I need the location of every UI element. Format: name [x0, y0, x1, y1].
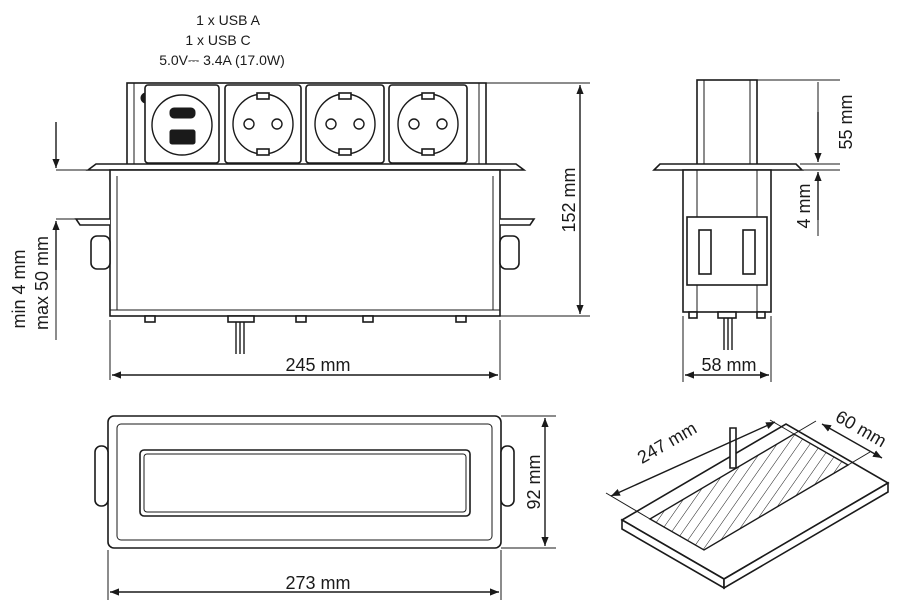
- dim-depth-top: 55 mm: [836, 94, 856, 149]
- spec-line-1: 1 x USB A: [196, 12, 260, 28]
- cable-probe: [729, 427, 737, 469]
- usb-c-port-icon: [169, 107, 196, 119]
- dim-min-thickness: min 4 mm: [9, 249, 29, 328]
- cutout-view: 247 mm 60 mm: [605, 406, 890, 590]
- foot: [144, 315, 156, 323]
- dim-depth-top-view: 92 mm: [524, 454, 544, 509]
- cable-gland: [227, 315, 255, 323]
- dim-height-total: 152 mm: [559, 167, 579, 232]
- left-clamp: [74, 218, 110, 226]
- side-foot: [756, 311, 766, 319]
- dim-width-top: 273 mm: [285, 573, 350, 593]
- foot: [455, 315, 467, 323]
- side-flange: [652, 163, 804, 171]
- side-clamp-right: [742, 229, 756, 275]
- side-foot: [688, 311, 698, 319]
- flange: [85, 163, 527, 171]
- usb-module: [144, 84, 220, 164]
- socket-2: [305, 84, 385, 164]
- foot: [362, 315, 374, 323]
- top-view: 92 mm 273 mm: [94, 415, 556, 600]
- dim-depth-width: 58 mm: [701, 355, 756, 375]
- front-view: 1 x USB A 1 x USB C 5.0V⎓ 3.4A (17.0W): [9, 12, 590, 380]
- socket-3: [388, 84, 468, 164]
- side-view: 55 mm 4 mm 58 mm: [652, 79, 856, 382]
- foot: [295, 315, 307, 323]
- left-bracket: [90, 235, 111, 270]
- housing: [109, 169, 501, 317]
- socket-1: [224, 84, 302, 164]
- dim-cutout-width: 60 mm: [832, 406, 890, 451]
- table-edge-side: [723, 481, 889, 590]
- right-bracket: [499, 235, 520, 270]
- spec-line-3: 5.0V⎓ 3.4A (17.0W): [159, 52, 285, 68]
- side-cable-gland: [717, 311, 737, 319]
- dim-width-front: 245 mm: [285, 355, 350, 375]
- spec-line-2: 1 x USB C: [185, 32, 250, 48]
- side-clamp-left: [698, 229, 712, 275]
- dim-max-thickness: max 50 mm: [32, 236, 52, 330]
- right-clamp: [500, 218, 536, 226]
- side-socket-module: [696, 79, 758, 167]
- usb-port-ring: [151, 94, 213, 156]
- dim-flange: 4 mm: [794, 184, 814, 229]
- top-right-tab: [500, 445, 515, 507]
- top-lid: [139, 449, 471, 517]
- top-left-tab: [94, 445, 109, 507]
- usb-a-port-icon: [169, 129, 196, 145]
